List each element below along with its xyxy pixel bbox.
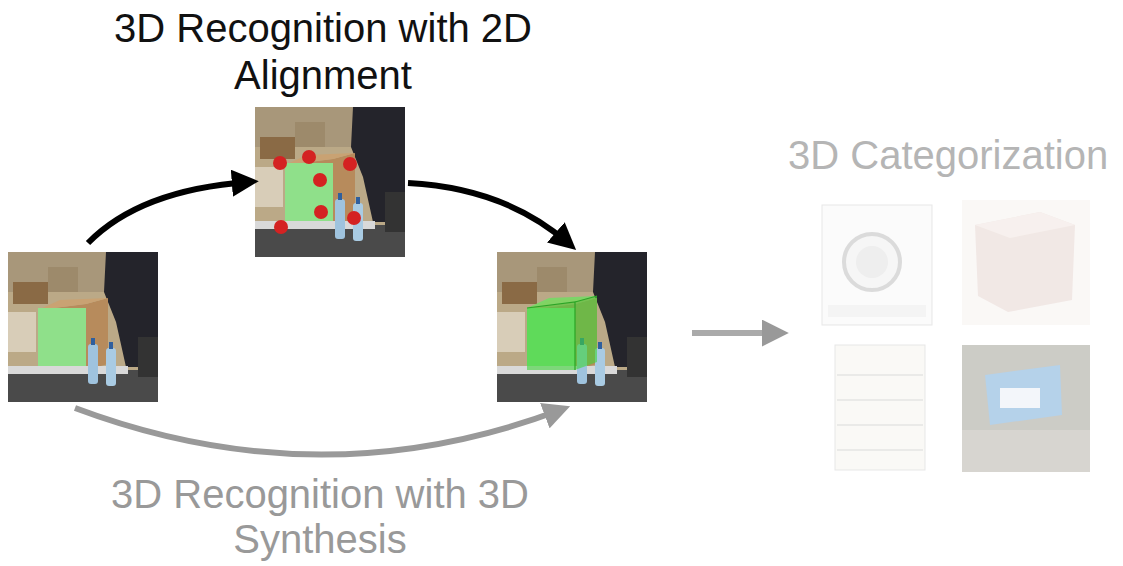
heading-text: 3D Categorization	[788, 132, 1118, 179]
flow-arrow	[692, 330, 778, 336]
flow-arrow	[408, 183, 568, 243]
stage-heading: 3D Categorization	[788, 132, 1118, 179]
alignment-photo	[255, 107, 405, 257]
result-photo	[497, 252, 647, 402]
flow-arrow	[88, 182, 248, 243]
stage-heading: 3D Recognition with 2D Alignment	[113, 5, 533, 99]
flow-arrow	[75, 408, 560, 455]
heading-text: 3D Recognition with 2D Alignment	[113, 5, 533, 99]
category-examples	[822, 200, 1090, 472]
input-photo	[8, 252, 158, 402]
path-label: 3D Recognition with 3D Synthesis	[110, 472, 530, 562]
